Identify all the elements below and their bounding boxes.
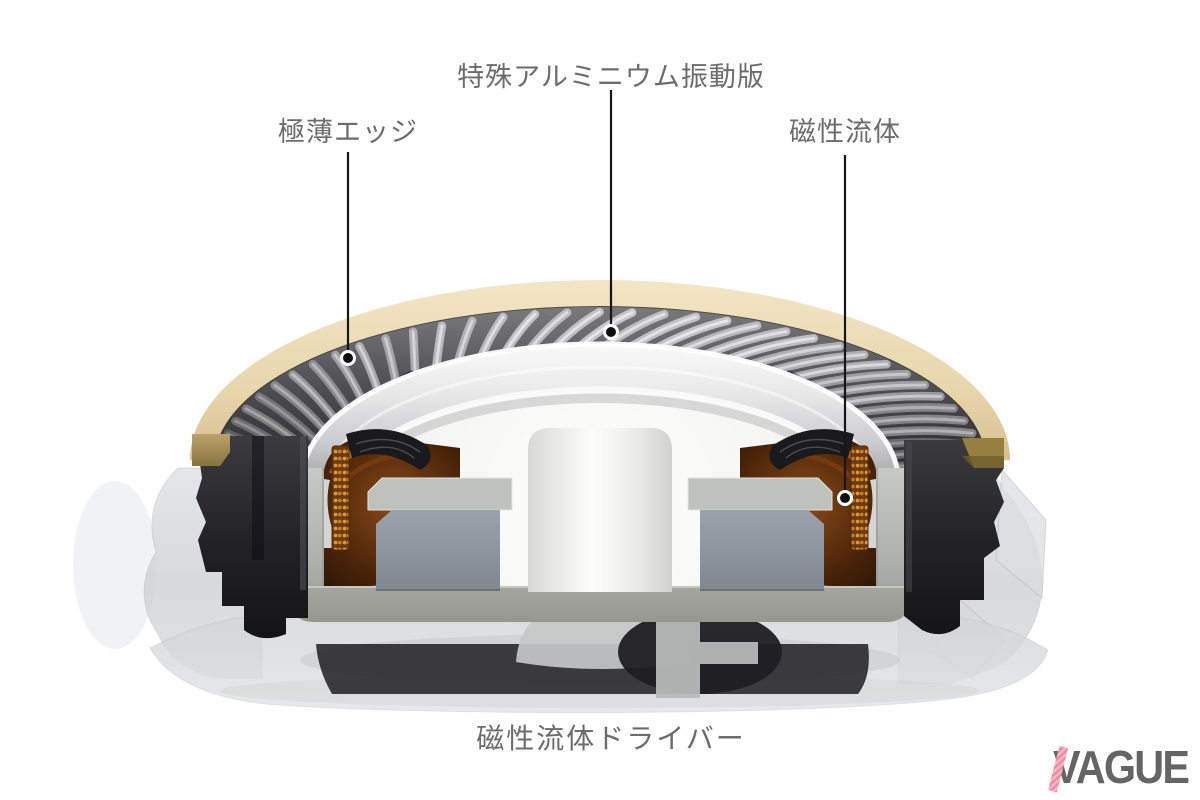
callout-leader-lines	[346, 90, 847, 498]
top-plate	[367, 477, 513, 511]
magnet	[700, 510, 824, 590]
rim-cream-ring	[190, 280, 1010, 462]
housing-underside	[316, 596, 869, 698]
magnet-assembly	[292, 428, 908, 622]
figure-caption: 磁性流体ドライバー	[476, 723, 746, 754]
vague-logo: VAGUE	[1047, 741, 1190, 794]
center-pole	[528, 428, 672, 592]
top-plate	[687, 477, 833, 511]
voice-coil	[331, 445, 869, 551]
callout-label-diaphragm: 特殊アルミニウム振動版	[457, 62, 765, 92]
magnet	[376, 510, 500, 590]
vague-logo-text: VAGUE	[1052, 741, 1190, 793]
callout-label-edge: 極薄エッジ	[278, 117, 418, 147]
callout-anchor-dots	[340, 324, 853, 506]
callout-label-fluid: 磁性流体	[789, 117, 901, 147]
housing-black-walls	[192, 434, 1004, 639]
